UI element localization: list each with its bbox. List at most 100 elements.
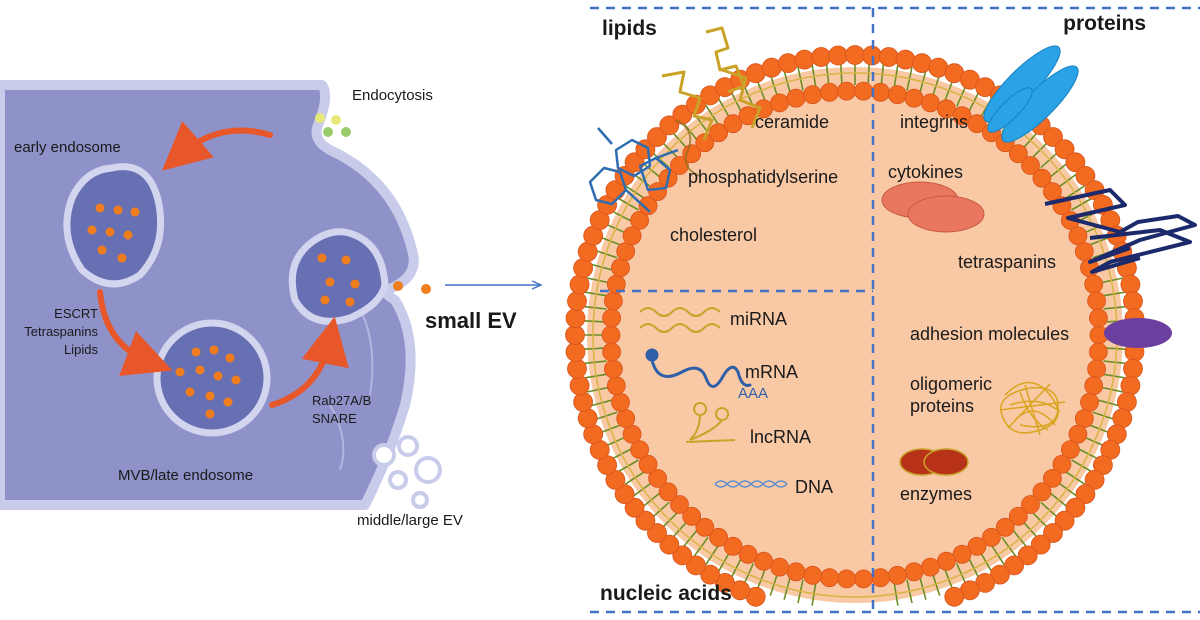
lipid-head — [1032, 482, 1052, 502]
lipid-head — [630, 210, 649, 230]
lipid-head — [630, 440, 649, 460]
label-lipids: Lipids — [64, 342, 98, 357]
lipid-head — [1004, 555, 1024, 576]
fusing-mvb — [288, 228, 389, 325]
label-ceramide: ceramide — [755, 112, 829, 132]
lipid-head — [1008, 144, 1028, 164]
lipid-head — [820, 568, 839, 588]
label-middle-large-ev: middle/large EV — [357, 512, 463, 529]
endocytosis-cargo — [315, 113, 351, 137]
lipid-head — [635, 510, 656, 531]
label-lncrna: lncRNA — [750, 427, 811, 447]
lipid-head — [670, 495, 689, 514]
lipid-head — [606, 376, 626, 396]
lipid-head — [695, 133, 715, 153]
lipid-head — [1043, 468, 1062, 488]
lipid-head — [803, 565, 822, 585]
lipid-head — [904, 562, 924, 582]
budding-large-ev — [372, 435, 442, 509]
cholesterol-molecule — [588, 127, 679, 213]
lipid-head — [878, 47, 899, 67]
lipid-head — [647, 127, 667, 147]
mvb-late-endosome — [153, 319, 271, 437]
arrow-endocytosis-to-early — [161, 121, 273, 171]
lipid-head — [686, 555, 706, 576]
label-oligomeric: oligomeric — [910, 374, 992, 394]
lipid-head — [1068, 226, 1088, 246]
arrow-early-to-mvb — [97, 289, 173, 376]
lipid-head — [786, 562, 806, 582]
plasma-membrane-edge — [328, 147, 415, 507]
lipid-head — [648, 182, 667, 202]
lipid-head — [820, 82, 839, 102]
cytokine-molecule — [881, 181, 985, 233]
lipid-head — [952, 106, 972, 126]
lipid-head — [1068, 424, 1088, 444]
lipid-head — [1087, 291, 1106, 311]
lipid-head — [982, 527, 1001, 547]
lipid-head — [1084, 376, 1104, 396]
lipid-head — [1080, 392, 1099, 412]
lipid-head — [622, 424, 642, 444]
pathway-arrows — [97, 121, 349, 408]
lipid-head — [837, 81, 856, 101]
lipid-head — [1075, 165, 1096, 186]
lipid-head — [1054, 510, 1075, 531]
lipid-head — [845, 45, 865, 65]
lipid-head — [803, 85, 822, 105]
cargo-dots — [175, 345, 241, 419]
lipid-head — [569, 274, 590, 295]
lipid-head — [888, 85, 907, 105]
lipid-head — [1021, 495, 1040, 514]
lipid-head — [638, 454, 658, 474]
lipid-head — [1043, 127, 1063, 147]
lipid-head — [1123, 358, 1143, 379]
lipid-head — [888, 565, 907, 585]
lipid-head — [602, 308, 621, 328]
lipid-head — [770, 557, 789, 577]
lipid-head — [1017, 545, 1038, 566]
label-mrna: mRNA — [745, 362, 798, 382]
lipid-head — [738, 544, 758, 564]
label-adhesion-molecules: adhesion molecules — [910, 324, 1069, 344]
lipid-head — [604, 359, 623, 379]
lipid-head — [995, 517, 1015, 537]
lipid-head — [709, 123, 728, 143]
mirna-molecule — [639, 307, 721, 333]
lipid-head — [695, 517, 715, 537]
lipid-head — [573, 392, 593, 412]
lipid-head — [601, 325, 621, 345]
lipid-head — [1032, 168, 1052, 188]
label-enzymes: enzymes — [900, 484, 972, 504]
arrow-mvb-to-membrane — [269, 316, 349, 408]
lipid-head — [967, 114, 987, 134]
lipid-head — [1084, 469, 1105, 490]
lipid-head — [1074, 409, 1094, 428]
lipid-head — [1054, 139, 1075, 160]
heading-nucleic-acids: nucleic acids — [600, 582, 732, 605]
lipid-head — [1061, 440, 1080, 460]
label-rab27: Rab27A/B — [312, 393, 371, 408]
lipid-head — [794, 49, 815, 70]
label-integrins: integrins — [900, 112, 968, 132]
lipid-head — [1074, 242, 1094, 261]
label-aaa: AAA — [738, 385, 768, 402]
lipid-head — [611, 258, 630, 278]
cargo-dots — [87, 203, 140, 263]
membrane-wrinkle — [329, 404, 345, 471]
lipid-head — [1089, 342, 1108, 362]
label-mirna: miRNA — [730, 309, 787, 329]
tetraspanin-molecule — [1044, 188, 1197, 274]
lipid-head — [647, 523, 667, 543]
lipid-head — [921, 93, 940, 113]
label-cholesterol: cholesterol — [670, 225, 757, 245]
lipid-head — [565, 325, 585, 345]
quadrant-dividers — [590, 6, 1200, 614]
lipid-head — [565, 341, 586, 362]
lipid-head — [904, 88, 924, 108]
lipid-head — [1030, 534, 1051, 555]
lipid-head — [1021, 156, 1040, 175]
lipid-head — [967, 536, 987, 556]
lipid-head — [1120, 274, 1141, 295]
label-escrt: ESCRT — [54, 306, 98, 321]
